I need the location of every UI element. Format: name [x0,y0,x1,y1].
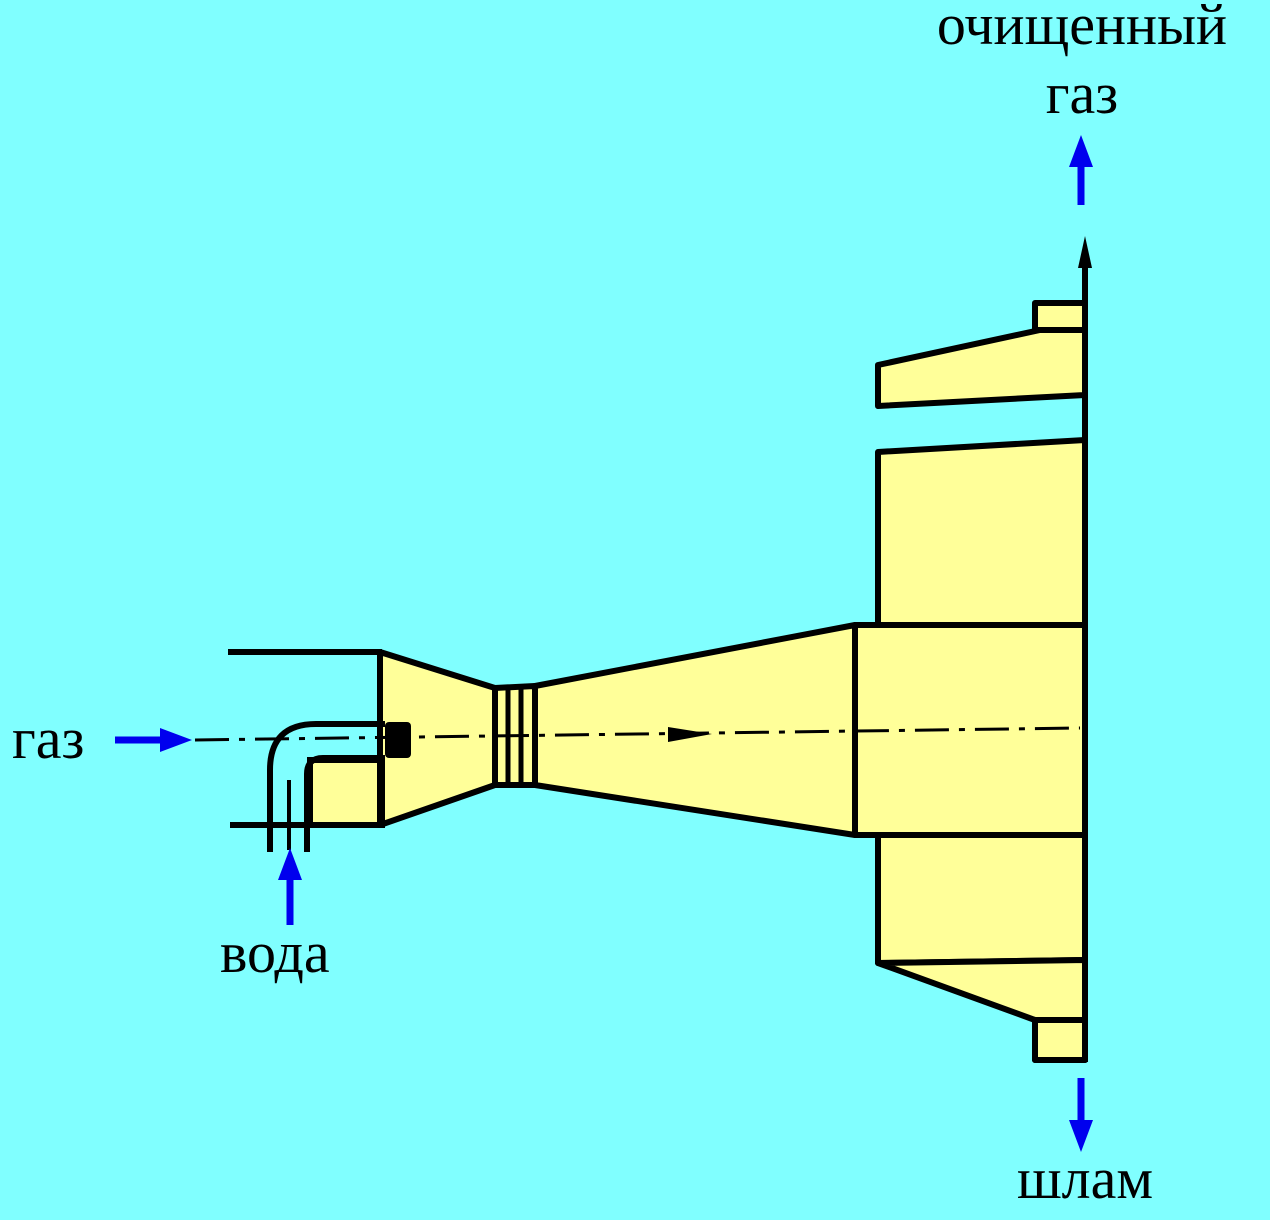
separator-upper-section [875,437,1088,628]
nozzle-box [307,757,385,828]
water-pipe-inner [304,755,385,852]
separator-column [852,236,1092,1063]
outlet-arrowhead [1078,236,1092,268]
separator-lower-section [875,832,1088,966]
gas-outlet-pipe [1032,300,1088,333]
flow-arrows [115,135,1093,1152]
flow-direction-arrowhead [668,727,712,742]
gas-inlet-label: газ [12,706,84,771]
nozzle-tip [385,722,411,758]
clean-gas-outlet-arrow [1069,135,1093,205]
sludge-outlet-pipe [1032,1017,1088,1063]
water-inlet-arrow [278,848,302,925]
sludge-outlet-label: шлам [1017,1146,1153,1211]
sludge-outlet-arrow [1069,1078,1093,1152]
water-pipe-outer [267,721,385,852]
clean-gas-label-line1: очищенный [937,0,1227,57]
flow-axis [194,726,1081,742]
gas-inlet-arrow [115,728,192,752]
separator-middle-section [852,622,1088,838]
clean-gas-label-line2: газ [1046,61,1118,126]
water-inlet-label: вода [220,920,330,985]
